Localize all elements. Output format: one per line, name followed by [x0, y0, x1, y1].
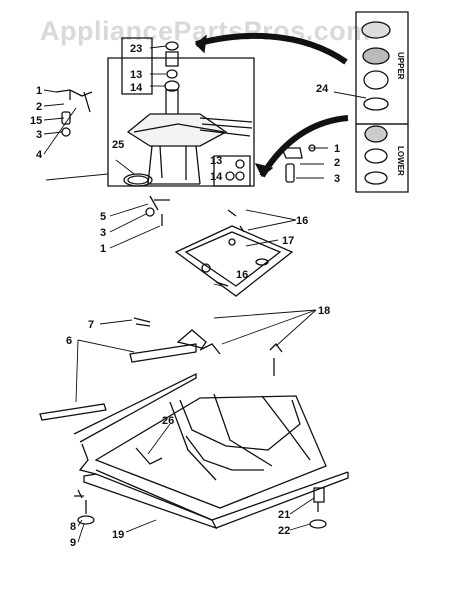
callout-1-left: 1	[36, 85, 42, 97]
callout-16-top: 16	[296, 215, 308, 227]
leader-lines	[44, 46, 366, 542]
callout-22: 22	[278, 525, 290, 537]
callout-3-left: 3	[36, 129, 42, 141]
callout-23: 23	[130, 43, 142, 55]
callout-9: 9	[70, 537, 76, 549]
callout-25: 25	[112, 139, 124, 151]
callout-8: 8	[70, 521, 76, 533]
transmission-group-box	[108, 58, 254, 186]
callout-1-mid: 1	[100, 243, 106, 255]
callout-5: 5	[100, 211, 106, 223]
callout-17: 17	[282, 235, 294, 247]
callout-26: 26	[162, 415, 174, 427]
callout-19: 19	[112, 529, 124, 541]
callout-3-mid: 3	[100, 227, 106, 239]
base-frame	[40, 318, 348, 528]
upper-bearing-icons	[362, 22, 390, 110]
mounting-plate	[176, 210, 292, 296]
callout-15: 15	[30, 115, 42, 127]
legend-lower-label: LOWER	[396, 146, 405, 176]
callout-18: 18	[318, 305, 330, 317]
callout-24: 24	[316, 83, 329, 95]
callout-13-right: 13	[210, 155, 222, 167]
callout-14-right: 14	[210, 171, 223, 183]
lower-bearing-icons	[365, 126, 387, 184]
callout-3-right: 3	[334, 173, 340, 185]
callout-13: 13	[130, 69, 142, 81]
callout-4: 4	[36, 149, 43, 161]
callout-6: 6	[66, 335, 72, 347]
callout-7: 7	[88, 319, 94, 331]
callout-1-right: 1	[334, 143, 340, 155]
lower-legend-box	[356, 124, 408, 192]
callout-2-left: 2	[36, 101, 42, 113]
bearing-callout-box	[122, 38, 152, 94]
callout-21: 21	[278, 509, 290, 521]
transmission-assembly	[124, 42, 252, 186]
callout-16-bottom: 16	[236, 269, 248, 281]
callout-14: 14	[130, 82, 143, 94]
callout-2-right: 2	[334, 157, 340, 169]
legend-upper-label: UPPER	[396, 52, 405, 80]
